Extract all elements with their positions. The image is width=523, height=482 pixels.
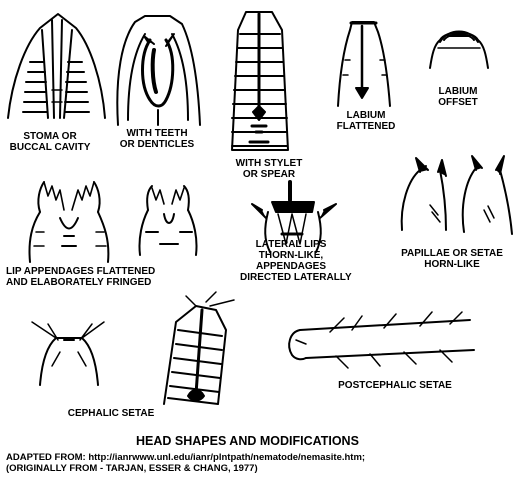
credit: ADAPTED FROM: http://ianrwww.unl.edu/ian… <box>6 452 365 474</box>
label-teeth: WITH TEETH OR DENTICLES <box>112 128 202 150</box>
label-line: OR DENTICLES <box>119 139 195 150</box>
label-line: LABIUM <box>438 86 478 97</box>
label-line: HORN-LIKE <box>424 259 480 270</box>
label-line: LIP APPENDAGES FLATTENED <box>6 266 156 277</box>
label-line: BUCCAL CAVITY <box>9 142 91 153</box>
labium-offset-drawing <box>430 32 488 69</box>
credit-line-1: ADAPTED FROM: http://ianrwww.unl.edu/ian… <box>6 452 366 463</box>
label-line: AND ELABORATELY FRINGED <box>6 277 152 288</box>
label-lateral-lips: LATERAL LIPS THORN-LIKE, APPENDAGES DIRE… <box>240 239 352 283</box>
label-line: LATERAL LIPS <box>255 239 327 250</box>
label-line: POSTCEPHALIC SETAE <box>338 380 452 391</box>
teeth-drawing <box>117 16 200 125</box>
label-lip-appendages: LIP APPENDAGES FLATTENED AND ELABORATELY… <box>6 266 202 288</box>
stoma-drawing <box>8 14 105 118</box>
lip-appendages-drawing <box>29 182 196 262</box>
label-line: DIRECTED LATERALLY <box>240 272 352 283</box>
label-line: THORN-LIKE, <box>258 250 324 261</box>
cephalic-setae-right-drawing <box>164 292 234 404</box>
credit-line-2: (ORIGINALLY FROM - TARJAN, ESSER & CHANG… <box>6 463 258 474</box>
label-labium-offset: LABIUM OFFSET <box>426 86 490 108</box>
label-line: OFFSET <box>438 97 478 108</box>
label-line: LABIUM <box>346 110 386 121</box>
postcephalic-setae-drawing <box>289 312 474 368</box>
label-line: STOMA OR <box>23 131 77 142</box>
label-line: APPENDAGES <box>255 261 326 272</box>
label-line: PAPILLAE OR SETAE <box>401 248 503 259</box>
label-stoma: STOMA OR BUCCAL CAVITY <box>4 131 96 153</box>
labium-flattened-drawing <box>338 22 390 106</box>
label-line: FLATTENED <box>336 121 396 132</box>
label-stylet: WITH STYLET OR SPEAR <box>226 158 312 180</box>
papillae-drawing <box>402 156 512 234</box>
label-postcephalic-setae: POSTCEPHALIC SETAE <box>330 380 460 391</box>
stylet-drawing <box>232 12 288 150</box>
cephalic-setae-left-drawing <box>32 322 104 385</box>
label-labium-flattened: LABIUM FLATTENED <box>328 110 404 132</box>
label-cephalic-setae: CEPHALIC SETAE <box>56 408 166 419</box>
label-line: WITH TEETH <box>126 128 188 139</box>
label-papillae: PAPILLAE OR SETAE HORN-LIKE <box>394 248 510 270</box>
page-title: HEAD SHAPES AND MODIFICATIONS <box>136 434 359 448</box>
label-line: WITH STYLET <box>235 158 303 169</box>
label-line: CEPHALIC SETAE <box>67 408 155 419</box>
label-line: OR SPEAR <box>242 169 296 180</box>
lateral-lips-drawing <box>252 182 336 252</box>
